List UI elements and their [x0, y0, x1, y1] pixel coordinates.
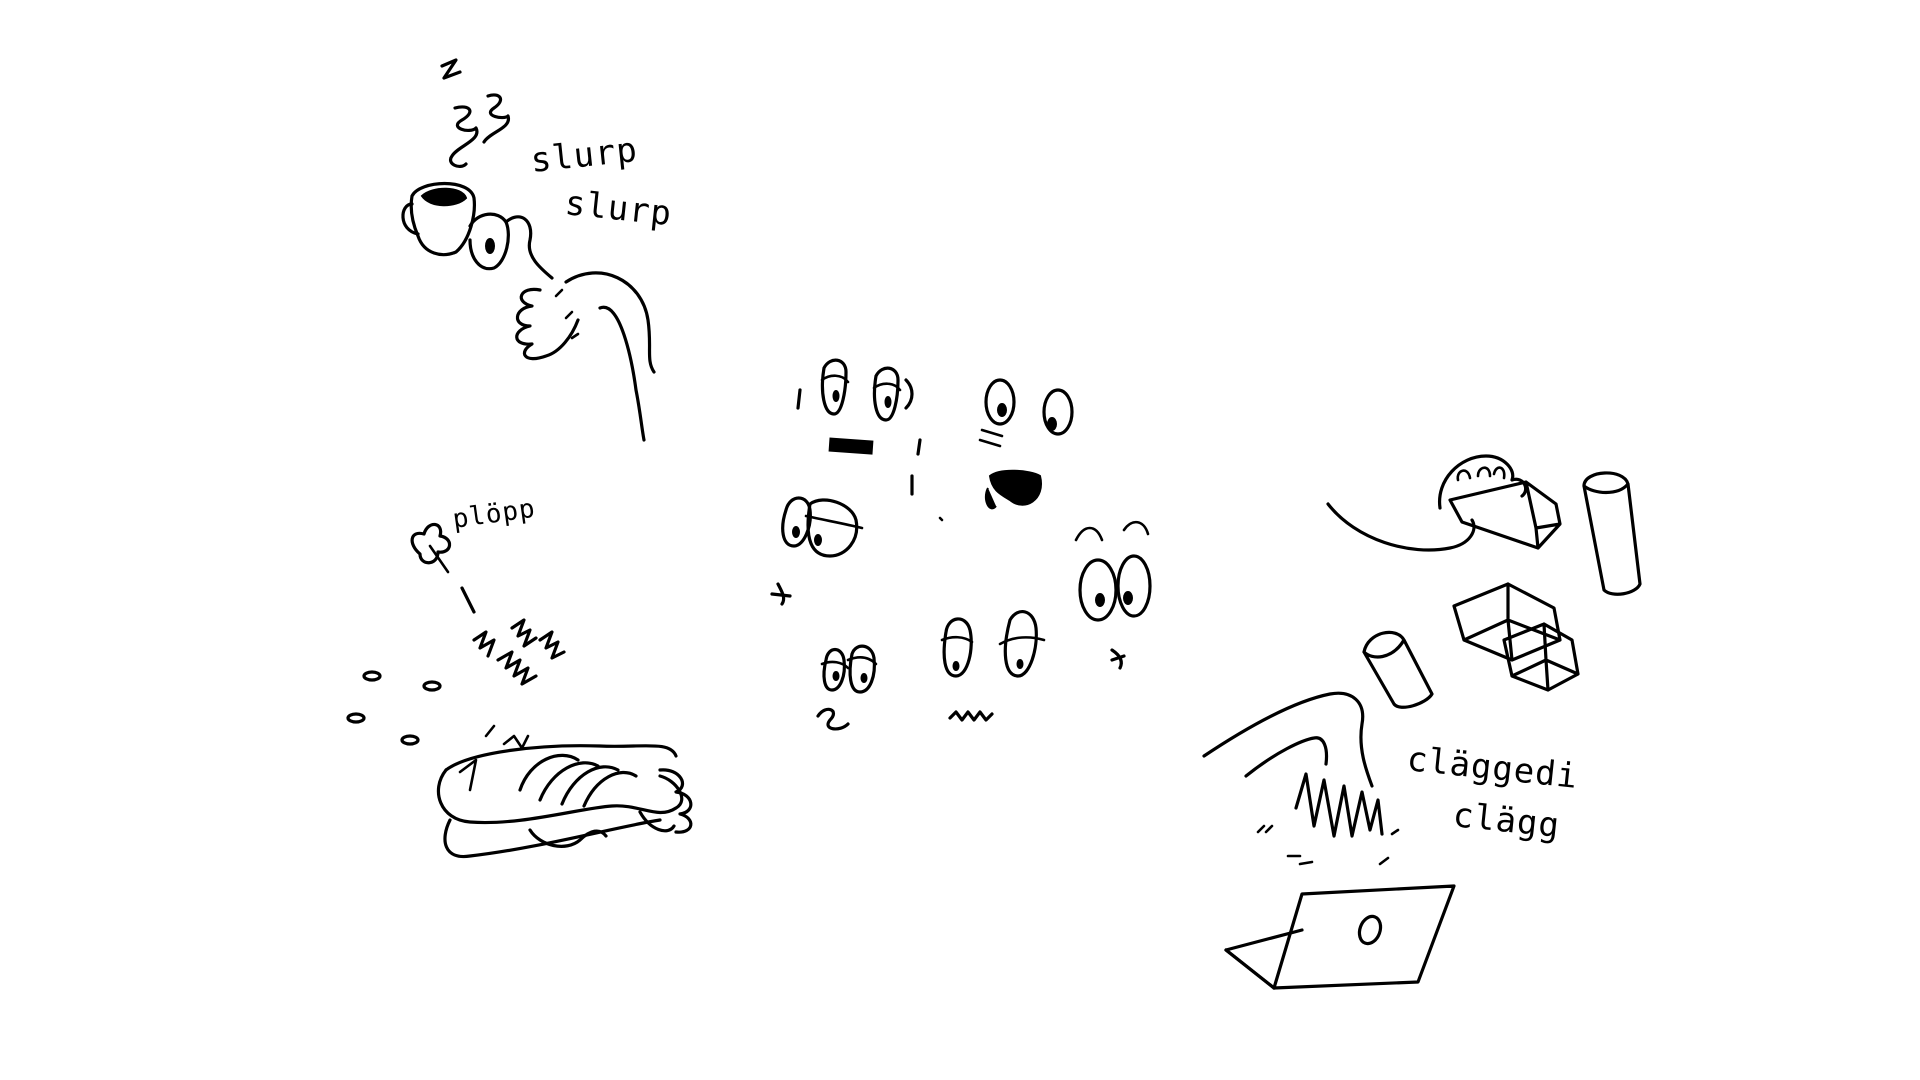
cylinder-block-icon: [1362, 630, 1434, 709]
motion-line: [460, 586, 476, 614]
laptop-scene: cläggedi clägg: [1202, 454, 1642, 990]
coffee-cup-icon: [409, 181, 476, 257]
arm-outline: [598, 305, 646, 442]
arm-outline: [564, 271, 656, 374]
face-wide-eyed: [1074, 520, 1152, 670]
cup-handle: [401, 202, 420, 236]
sound-text-ploepp: plöpp: [451, 494, 538, 535]
sound-text-slurp-2: slurp: [563, 183, 674, 234]
pop-flower-stem: [428, 544, 450, 574]
drop-icon: [362, 670, 382, 682]
laptop-base: [1224, 948, 1276, 990]
typing-motion-mark: [1256, 824, 1400, 866]
neck-line: [504, 215, 554, 280]
laptop-icon: [1272, 884, 1456, 990]
cushion-bottom: [443, 818, 662, 859]
shock-mark: [458, 724, 530, 792]
hand-fingers: [515, 287, 580, 361]
cube-block-icon: [1502, 622, 1580, 692]
arm-outline: [1244, 736, 1329, 778]
cube-block-icon: [1452, 582, 1562, 662]
face-sideways: [770, 496, 864, 606]
laptop-logo-icon: [1357, 914, 1383, 946]
face-squint: [940, 610, 1046, 722]
sound-text-slurp-1: slurp: [529, 130, 640, 181]
cushion-outline: [436, 768, 684, 825]
hand-under-cushion: [528, 828, 608, 848]
vibration-zigzag-icon: [538, 630, 566, 660]
drop-icon: [400, 734, 420, 746]
sound-text-claegg: clägg: [1451, 795, 1562, 846]
drop-icon: [422, 680, 442, 692]
steam-squiggle-icon: [482, 93, 510, 144]
vibration-zigzag-icon: [496, 650, 538, 686]
steam-squiggle-icon: [440, 58, 462, 80]
mouth-flat: [828, 437, 874, 455]
face-surprised: [978, 378, 1074, 510]
vibration-zigzag-icon: [472, 630, 496, 658]
typing-fingers-icon: [1294, 772, 1384, 838]
pop-flower-icon: [410, 522, 452, 565]
cushion-scene: plöpp: [346, 494, 693, 859]
hand-fingers: [638, 768, 693, 834]
drinking-face: [468, 212, 510, 271]
cushion-outline: [444, 744, 678, 772]
arm-outline: [1326, 502, 1476, 552]
vibration-zigzag-icon: [510, 618, 538, 648]
coffee-drinking-scene: slurp slurp: [401, 58, 674, 442]
drop-icon: [346, 712, 366, 724]
eye-icon: [485, 238, 495, 254]
steam-squiggle-icon: [449, 105, 479, 169]
face-worried: [796, 358, 922, 496]
block-box-icon: [1448, 480, 1562, 550]
tiny-mark: [938, 516, 944, 522]
cylinder-block-icon: [1582, 471, 1642, 596]
fingernail: [554, 288, 580, 340]
sound-text-claeggedi: cläggedi: [1405, 739, 1580, 797]
face-small: [816, 644, 878, 731]
arm-outline: [1202, 691, 1374, 788]
faces-cluster: [770, 358, 1152, 731]
hand-fingers: [1456, 466, 1506, 482]
hugging-arm-stripes: [518, 753, 638, 808]
coffee-surface: [420, 187, 468, 207]
